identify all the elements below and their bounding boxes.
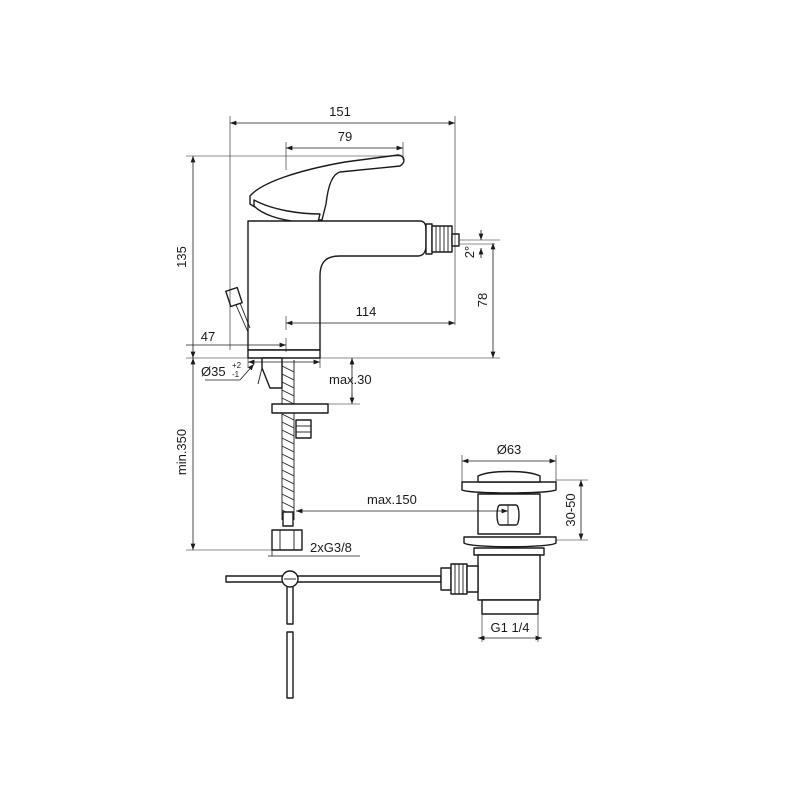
label-hole-diameter: Ø35 [201, 364, 226, 379]
label-waste-height: 30-50 [563, 493, 578, 526]
dim-spout-angle: 2° [460, 230, 495, 258]
dim-spout-reach: 114 [285, 304, 455, 330]
faucet-body [247, 220, 427, 351]
popup-rod [225, 286, 251, 333]
label-hole-tol-lower: -1 [232, 370, 240, 379]
dim-waste-thread: G1 1/4 [478, 614, 542, 642]
dim-base-offset: 47 [186, 329, 287, 352]
label-hole-tol-upper: +2 [232, 361, 242, 370]
dim-connections: 2xG3/8 [268, 540, 360, 557]
label-hose-length: min.350 [174, 429, 189, 475]
label-deck-thickness: max.30 [329, 372, 372, 387]
dim-waste-diameter: Ø63 [461, 442, 557, 482]
waste-assembly [440, 470, 557, 615]
label-base-offset: 47 [201, 329, 215, 344]
label-waste-thread: G1 1/4 [490, 620, 529, 635]
label-spout-angle: 2° [462, 246, 477, 258]
label-waste-length: max.150 [367, 492, 417, 507]
label-overall-width: 151 [329, 104, 351, 119]
dim-lever-width: 79 [285, 129, 404, 170]
flexible-hose [271, 360, 329, 551]
popup-linkage [225, 570, 442, 699]
dim-spout-height: 78 [320, 239, 500, 359]
dim-waste-length: max.150 [296, 492, 508, 514]
label-spout-reach: 114 [356, 304, 377, 319]
spout-ring [425, 223, 433, 255]
faucet-base [247, 349, 321, 359]
label-spout-height: 78 [475, 293, 490, 307]
dim-deck-thickness: max.30 [320, 358, 372, 405]
aerator [451, 233, 460, 247]
lever-neck [253, 199, 321, 223]
waste-body [477, 554, 541, 601]
label-lever-width: 79 [338, 129, 352, 144]
waste-plug [461, 481, 557, 494]
dim-hose-length: min.350 [174, 358, 272, 551]
label-waste-diameter: Ø63 [497, 442, 522, 457]
dim-hole-diameter: Ø35 +2 -1 [201, 358, 321, 381]
label-connections: 2xG3/8 [310, 540, 352, 555]
faucet [225, 154, 460, 389]
label-overall-height: 135 [174, 246, 189, 268]
dim-overall-width: 151 [229, 104, 456, 350]
mounting-nut [295, 419, 312, 439]
dim-overall-height: 135 [174, 155, 400, 359]
spout-nozzle [431, 225, 453, 253]
dim-waste-height: 30-50 [556, 479, 588, 541]
mounting-plate [271, 403, 329, 414]
hose-connector [271, 529, 303, 551]
